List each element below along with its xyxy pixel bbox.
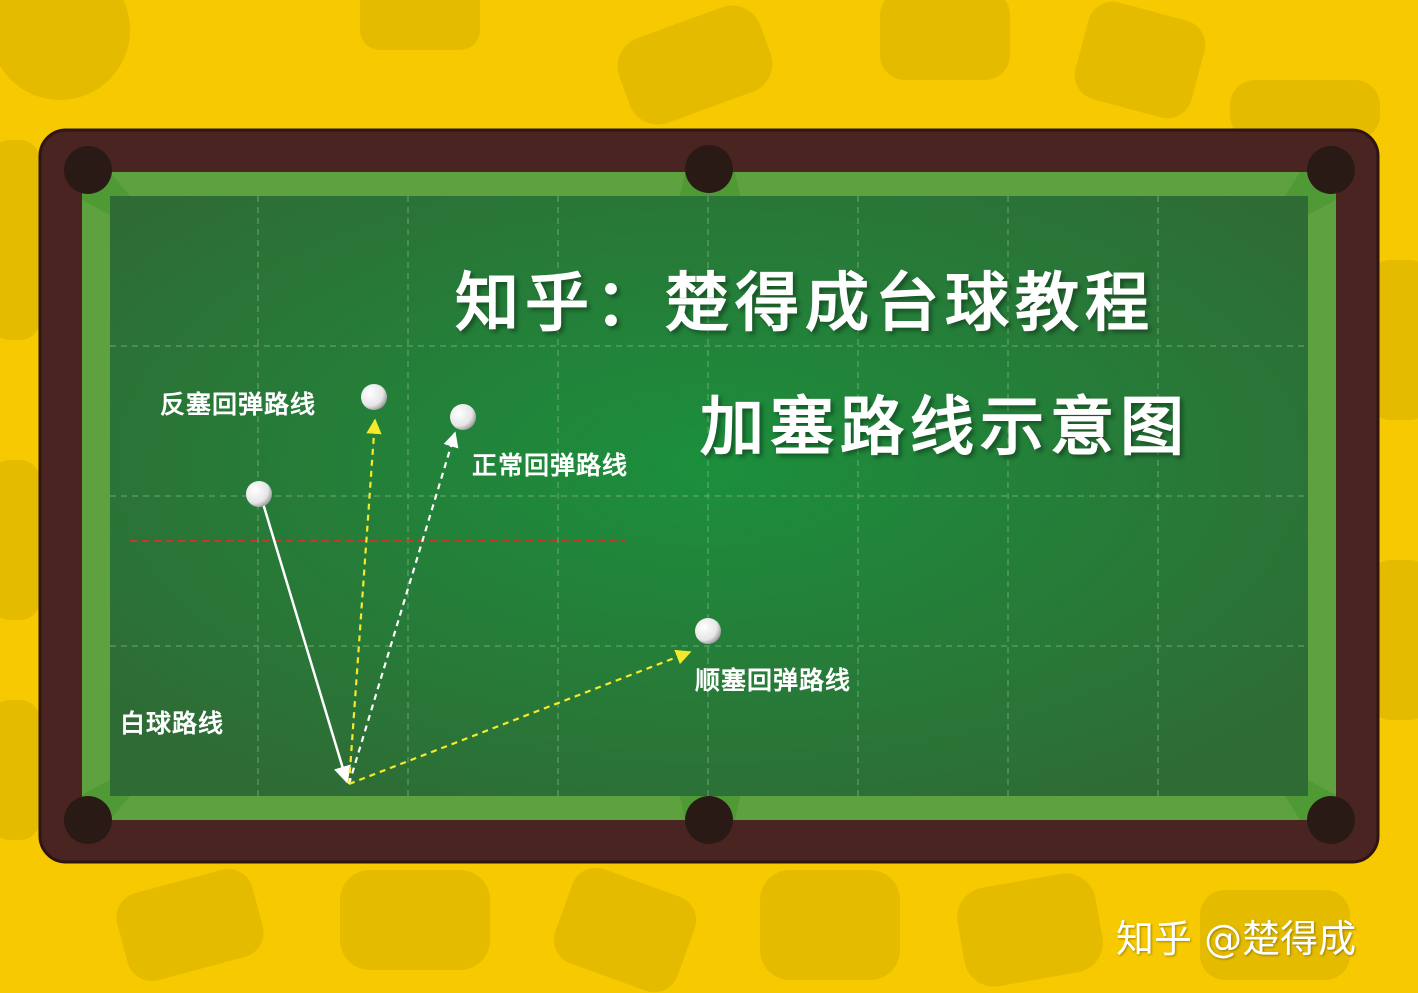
reverse-english-path-line [347,418,382,785]
pocket-top-left [64,146,112,194]
label-reverse-english: 反塞回弹路线 [160,390,317,419]
title-line-2: 加塞路线示意图 [700,391,1190,465]
cue-ball [246,481,272,507]
pocket-bottom-right [1307,796,1355,844]
pocket-bottom-left [64,796,112,844]
watermark-text: 知乎 @楚得成 [1116,917,1357,961]
pocket-top-right [1307,146,1355,194]
title-line-1: 知乎：楚得成台球教程 [455,267,1155,341]
label-running-english: 顺塞回弹路线 [695,666,852,695]
label-normal-rebound: 正常回弹路线 [472,451,629,480]
running-english-ball [695,618,721,644]
reverse-english-ball [361,384,387,410]
pockets [64,145,1355,844]
pocket-bottom-middle [685,796,733,844]
normal-rebound-ball [450,404,476,430]
cue-ball-path-line [260,499,351,784]
pocket-top-middle [685,145,733,193]
running-english-path-line [348,649,692,786]
balls [246,384,721,644]
label-cue-ball-path: 白球路线 [120,709,225,738]
